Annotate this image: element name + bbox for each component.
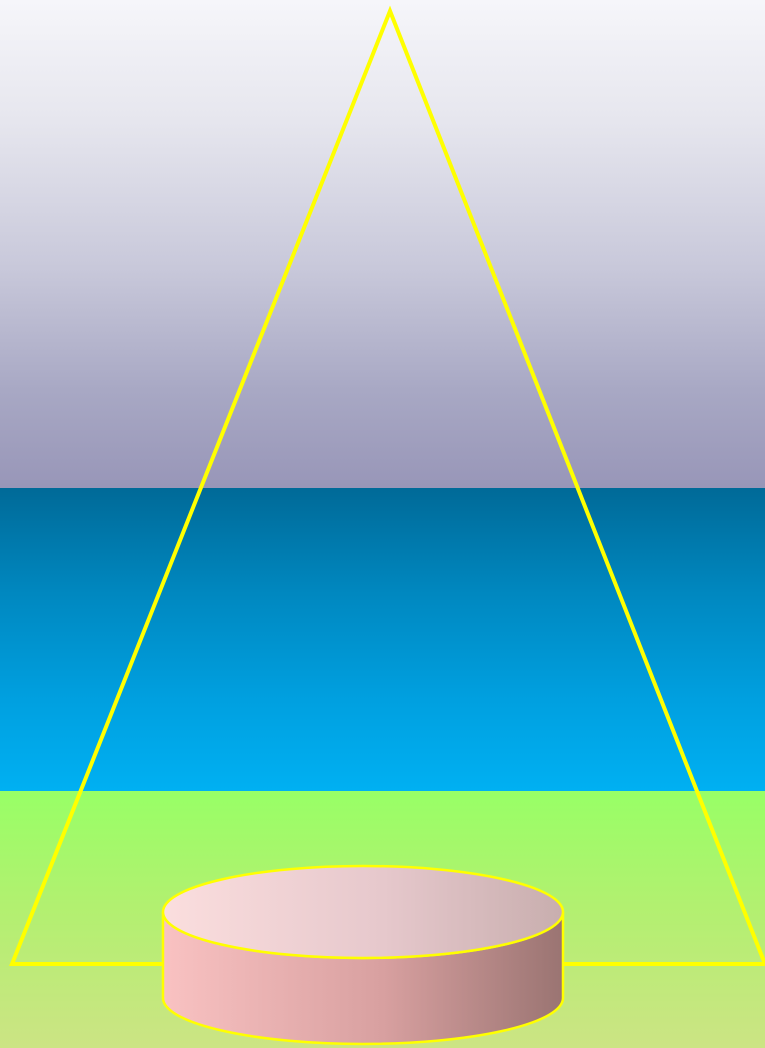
- cylinder-top: [163, 866, 563, 958]
- triangle-outline: [12, 11, 765, 964]
- cylinder: [163, 866, 563, 1044]
